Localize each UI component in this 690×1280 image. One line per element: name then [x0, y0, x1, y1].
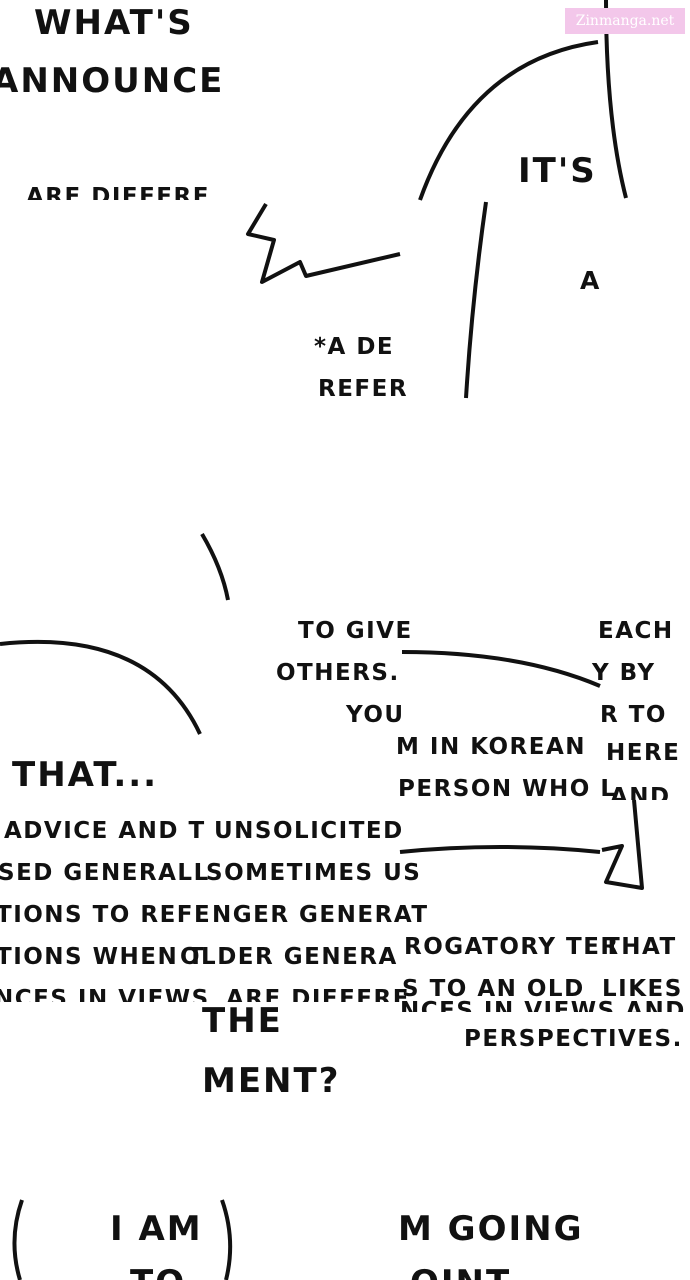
footnote-text-perspectives: PERSPECTIVES. [464, 1026, 683, 1052]
speech-bubble-line-low [399, 845, 601, 854]
speech-bubble-jagged-tail [246, 202, 401, 284]
footnote-text-old: S TO AN OLD [402, 976, 585, 1002]
footnote-text-by: Y BY [592, 660, 656, 686]
footnote-text-to: R TO [600, 702, 667, 728]
footnote-text-others: OTHERS. [276, 660, 400, 686]
speech-text-oint: OINT [410, 1266, 511, 1280]
footnote-text-refer: TIONS TO REFE [0, 902, 212, 928]
speech-text-ment: MENT? [202, 1061, 341, 1101]
footnote-text-line-2: REFER [318, 376, 409, 402]
speech-bubble-arc-bottom-left [12, 1199, 24, 1280]
speech-text-going: M GOING [398, 1209, 584, 1249]
speech-text-i-am: I AM [110, 1209, 203, 1249]
footnote-text-derogatory: ROGATORY TER [404, 934, 620, 960]
footnote-text-to-give: TO GIVE [298, 618, 413, 644]
footnote-text-views-and: NCES IN VIEWS AND [400, 1000, 686, 1012]
footnote-text-and: AND [610, 786, 671, 800]
speech-bubble-jagged-tail-right [601, 799, 644, 890]
footnote-text-each: EACH [598, 618, 674, 644]
footnote-text-that: THAT [604, 934, 677, 960]
footnote-text-sometimes: SOMETIMES US [206, 860, 422, 886]
footnote-text-differe-cropped: ARE DIFFERE [226, 988, 410, 1002]
footnote-text-unsolicited: UNSOLICITED [214, 818, 404, 844]
footnote-text-older: OLDER GENERA [180, 944, 398, 970]
speech-bubble-arc-bottom-mid [220, 1199, 233, 1280]
footnote-text-generally: SED GENERALL [0, 860, 210, 886]
footnote-text-when: TIONS WHEN T [0, 944, 205, 970]
speech-bubble-arc-top [418, 40, 599, 201]
footnote-text-person: PERSON WHO L [398, 776, 617, 802]
speech-text-whats: WHAT'S [34, 3, 194, 43]
speech-text-a: A [580, 266, 601, 295]
footnote-text-likes: LIKES [602, 976, 683, 1002]
footnote-text-younger: NGER GENERAT [212, 902, 429, 928]
site-watermark: Zinmanga.net [565, 8, 685, 34]
footnote-text-here: HERE [606, 740, 681, 766]
speech-bubble-arc-right-mid [401, 650, 601, 688]
footnote-text-you: YOU [346, 702, 405, 728]
speech-text-the: THE [202, 1001, 283, 1041]
speech-bubble-arc-that [0, 639, 202, 735]
speech-bubble-arc-a [464, 201, 488, 399]
footnote-text-views-cropped: NCES IN VIEWS [0, 988, 210, 1002]
speech-text-to: TO [130, 1266, 186, 1280]
footnote-text-advice: ADVICE AND T [4, 818, 206, 844]
footnote-text-line-1: *A DE [314, 334, 395, 360]
speech-text-announce: ANNOUNCE [0, 61, 225, 101]
speech-text-cropped: ARE DIFFERE [26, 186, 210, 200]
speech-text-its: IT'S [518, 151, 597, 191]
footnote-text-korean: M IN KOREAN [396, 734, 587, 760]
speech-bubble-arc-mid [200, 532, 230, 601]
speech-text-that: THAT... [12, 755, 159, 795]
